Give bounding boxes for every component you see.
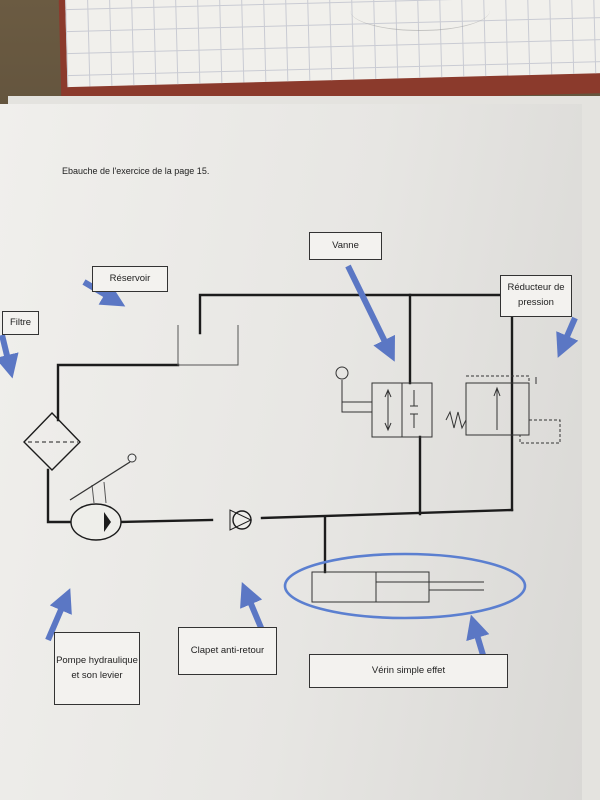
cylinder-highlight-circle (283, 552, 527, 620)
label-verin: Vérin simple effet (309, 654, 508, 688)
label-vanne: Vanne (309, 232, 382, 260)
arrow-vanne (345, 264, 395, 362)
cylinder-symbol (311, 571, 484, 603)
annotation-arrows (0, 264, 579, 666)
label-filtre: Filtre (2, 311, 39, 335)
filter-symbol (23, 411, 81, 471)
reservoir-symbol (177, 325, 239, 366)
page-title: Ebauche de l'exercice de la page 15. (62, 166, 210, 176)
notebook-sketch (350, 0, 490, 31)
arrow-filtre (0, 334, 19, 379)
label-pompe: Pompe hydraulique et son levier (54, 632, 140, 705)
arrow-pompe (45, 588, 72, 642)
arrow-reducteur (556, 316, 579, 358)
pressure-reducer-symbol (445, 375, 561, 444)
label-reservoir: Réservoir (92, 266, 168, 292)
label-reducteur: Réducteur de pression (500, 275, 572, 317)
pump-symbol (69, 453, 137, 541)
valve-symbol (335, 366, 433, 438)
label-clapet: Clapet anti-retour (178, 627, 277, 675)
arrow-clapet (240, 582, 265, 632)
check-valve-symbol (229, 509, 253, 531)
